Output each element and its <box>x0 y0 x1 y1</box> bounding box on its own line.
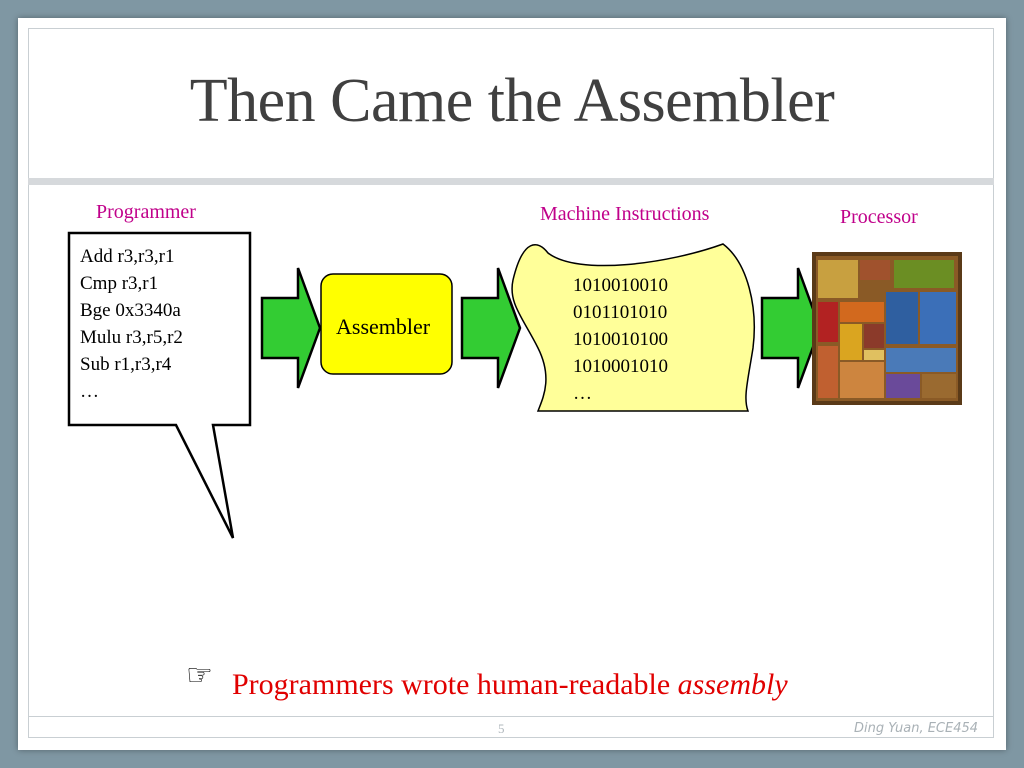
machine-line: 1010010100 <box>573 329 668 350</box>
assembly-line: Add r3,r3,r1 <box>80 246 175 267</box>
assembler-box <box>320 273 453 375</box>
bullet-main-text: Programmers wrote human-readable <box>232 668 678 701</box>
bullet-emphasis: assembly <box>677 668 788 701</box>
machine-line: 1010010010 <box>573 275 668 296</box>
slide-credit: Ding Yuan, ECE454 <box>854 721 979 736</box>
flow-diagram <box>67 231 962 539</box>
arrow-3 <box>760 267 822 389</box>
footer-divider <box>28 716 994 717</box>
slide: Then Came the Assembler Programmer Machi… <box>18 18 1006 750</box>
bullet-text: Programmers wrote human-readable assembl… <box>232 670 788 700</box>
machine-code: 1010010010 0101101010 1010010100 1010001… <box>573 272 668 407</box>
slide-title: Then Came the Assembler <box>189 67 835 135</box>
machine-line: … <box>573 383 592 404</box>
arrow-1 <box>260 267 322 389</box>
assembler-label: Assembler <box>336 314 431 339</box>
processor-die-photo <box>812 252 962 405</box>
page-number: 5 <box>498 721 505 736</box>
arrow-2 <box>460 267 522 389</box>
pointing-hand-icon: ☞ <box>186 658 213 693</box>
slide-frame <box>28 28 994 738</box>
assembly-line: Sub r1,r3,r4 <box>80 354 172 375</box>
assembly-line: Cmp r3,r1 <box>80 273 159 294</box>
assembly-line: Bge 0x3340a <box>80 300 181 321</box>
assembly-code: Add r3,r3,r1 Cmp r3,r1 Bge 0x3340a Mulu … <box>80 243 183 405</box>
programmer-speech-bubble <box>67 231 252 539</box>
machine-instructions-label: Machine Instructions <box>540 203 710 225</box>
title-divider <box>28 178 994 185</box>
machine-line: 1010001010 <box>573 356 668 377</box>
machine-line: 0101101010 <box>573 302 668 323</box>
processor-label: Processor <box>840 206 918 228</box>
programmer-label: Programmer <box>96 201 196 223</box>
machine-instructions-scroll <box>511 243 755 412</box>
assembly-line: Mulu r3,r5,r2 <box>80 327 183 348</box>
assembly-line: … <box>80 381 99 402</box>
